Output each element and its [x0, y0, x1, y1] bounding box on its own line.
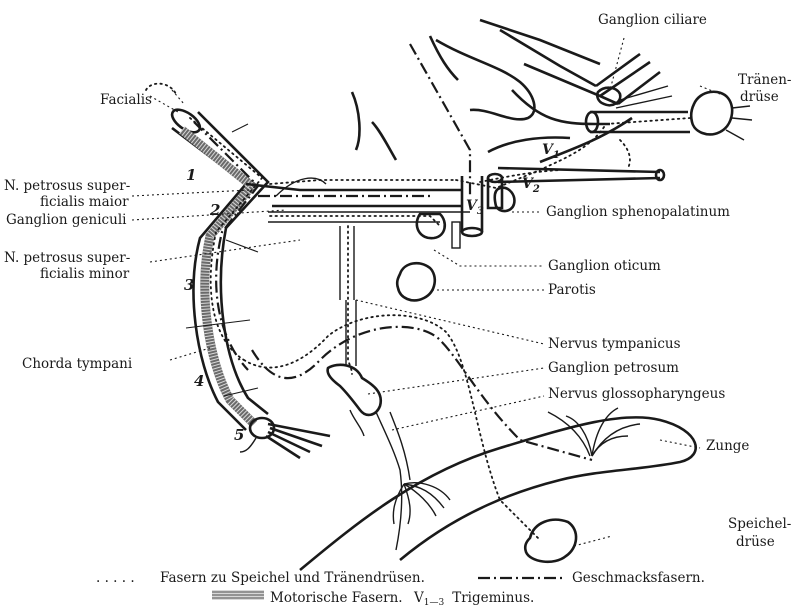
label-ganglion-petrosum: Ganglion petrosum: [548, 360, 679, 376]
legend-motor-text: Motorische Fasern.: [270, 590, 403, 606]
label-petrosus-minor-1: N. petrosus super-: [4, 250, 130, 266]
taste-fibers: [194, 44, 592, 460]
ganglion-petrosum-shape: [328, 365, 410, 550]
parotis-gland: [397, 263, 435, 300]
speicheldruese-gland: [525, 520, 576, 562]
number-5: 5: [234, 426, 244, 444]
legend-motor-sample: [212, 590, 264, 600]
label-ganglion-sphenopalatinum: Ganglion sphenopalatinum: [546, 204, 730, 220]
label-petrosus-minor-2: ficialis minor: [40, 266, 130, 282]
label-ganglion-geniculi: Ganglion geniculi: [6, 212, 127, 228]
label-speicheldruese-2: drüse: [736, 534, 775, 550]
ganglion-oticum-shape: [417, 214, 460, 248]
label-zunge: Zunge: [706, 438, 749, 454]
label-petrosus-major-2: ficialis maior: [40, 194, 129, 210]
label-nervus-tympanicus: Nervus tympanicus: [548, 336, 681, 352]
number-2: 2: [209, 201, 220, 219]
number-3: 3: [184, 276, 194, 294]
label-nervus-glossopharyngeus: Nervus glossopharyngeus: [548, 386, 725, 402]
tympanicus-vertical: [340, 226, 356, 366]
label-petrosus-major-1: N. petrosus super-: [4, 178, 130, 194]
label-traenendruese-1: Tränen-: [738, 72, 791, 88]
label-speicheldruese-1: Speichel-: [728, 516, 791, 532]
secretory-fibers: [190, 118, 690, 540]
tongue-outline: [300, 408, 696, 570]
label-traenendruese-2: drüse: [740, 89, 779, 105]
label-v2: V2: [522, 176, 540, 195]
legend-dots-symbol: . . . . .: [96, 570, 135, 586]
label-parotis: Parotis: [548, 282, 596, 298]
label-ganglion-oticum: Ganglion oticum: [548, 258, 661, 274]
legend-dots-text: Fasern zu Speichel und Tränendrüsen.: [160, 570, 425, 586]
number-1: 1: [186, 166, 196, 184]
number-4: 4: [194, 372, 204, 390]
label-facialis: Facialis: [100, 92, 152, 108]
label-chorda-tympani: Chorda tympani: [22, 356, 133, 372]
label-ganglion-ciliare: Ganglion ciliare: [598, 12, 707, 28]
ganglion-sphenopalatinum-shape: [495, 188, 515, 211]
legend: . . . . . Fasern zu Speichel und Tränend…: [96, 570, 705, 608]
legend-dashdot-text: Geschmacksfasern.: [572, 570, 705, 586]
